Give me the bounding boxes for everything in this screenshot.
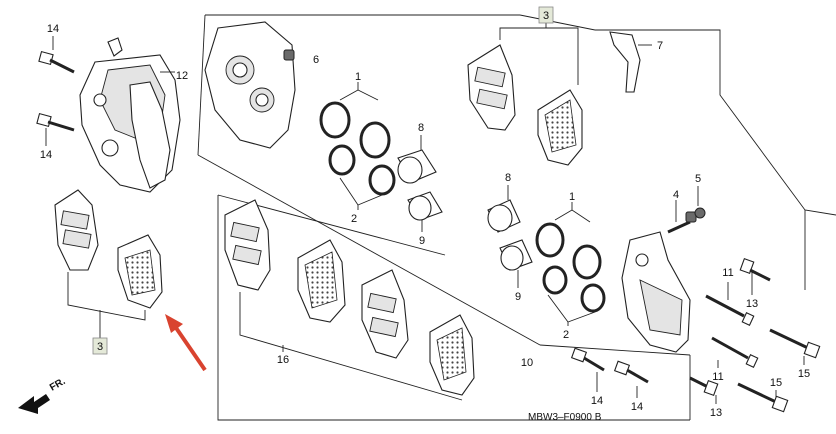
- caliper-assembly-left: [79, 37, 181, 193]
- callout-11-upper: 11: [722, 267, 733, 279]
- brake-pad-lower-4: [429, 314, 475, 396]
- brake-pad-lower-1: [224, 199, 271, 291]
- callout-1-upper: 1: [355, 71, 361, 83]
- callout-5: 5: [695, 173, 701, 185]
- brake-pad-top-inner: [537, 89, 583, 166]
- pin-11-lower: [711, 336, 759, 368]
- brake-pad-left-inner: [117, 234, 163, 309]
- callout-12: 12: [176, 70, 188, 82]
- piston-8-lower: [487, 199, 521, 233]
- callout-14-bottom-a: 14: [591, 395, 603, 407]
- caliper-half-right: [621, 231, 691, 353]
- callout-3-top: 3: [543, 10, 549, 22]
- box-3-left: [92, 337, 108, 355]
- callout-15-right: 15: [798, 368, 810, 380]
- callout-14-bottom-b: 14: [631, 401, 643, 413]
- callout-11-lower: 11: [712, 371, 723, 383]
- callout-10: 10: [521, 357, 533, 369]
- bolt-13-upper: [739, 257, 771, 282]
- bolt-14-top-left: [38, 50, 75, 74]
- piston-9-upper: [407, 191, 443, 221]
- pin-11-upper: [705, 294, 755, 326]
- pad-spring-7: [609, 31, 652, 93]
- bolt-14-lower-b: [613, 360, 649, 384]
- bolt-13-lower: [689, 376, 719, 397]
- bolt-14-lower-a: [570, 347, 605, 372]
- callout-14-mid-left: 14: [40, 149, 52, 161]
- callout-6: 6: [313, 54, 319, 66]
- caliper-half-upper: [204, 21, 296, 149]
- callout-14-top-left: 14: [47, 23, 59, 35]
- brake-pad-top-outer: [467, 44, 516, 131]
- callout-7: 7: [657, 40, 663, 52]
- seal-set-upper: [319, 101, 396, 196]
- callout-2-lower: 2: [563, 329, 569, 341]
- cap-5: [694, 207, 706, 219]
- assembly-frame-upper: [197, 14, 836, 346]
- callout-2-upper: 2: [351, 213, 357, 225]
- brake-pad-lower-2: [297, 239, 346, 323]
- seal-set-lower: [535, 222, 606, 313]
- callout-8-lower: 8: [505, 172, 511, 184]
- front-direction-arrow: [18, 394, 50, 414]
- callout-1-lower: 1: [569, 191, 575, 203]
- callout-13-upper: 13: [746, 298, 758, 310]
- callout-16: 16: [277, 354, 289, 366]
- callout-9-upper: 9: [419, 235, 425, 247]
- callout-8-upper: 8: [418, 122, 424, 134]
- front-label: FR.: [48, 376, 68, 394]
- callout-15-lower: 15: [770, 377, 782, 389]
- diagram-code: MBW3–F0900 B: [528, 412, 602, 423]
- bolt-14-mid-left: [36, 112, 75, 132]
- brake-pad-left-outer: [54, 189, 99, 271]
- piston-8-upper: [397, 149, 437, 184]
- bolt-15-right: [769, 328, 821, 359]
- callout-3-left: 3: [97, 341, 103, 353]
- callout-9-lower: 9: [515, 291, 521, 303]
- piston-9-lower: [499, 239, 533, 271]
- bleeder-4: [667, 211, 697, 234]
- bleeder-6: [283, 49, 295, 61]
- bolt-15-lower: [737, 382, 789, 413]
- callout-labels: 1 1 2 2 3 3 4 5 6 7 8 8 9 9 10 11 11 12 …: [40, 6, 810, 423]
- box-3-top: [538, 6, 554, 24]
- brake-pad-lower-3: [361, 269, 409, 359]
- callout-13-lower: 13: [710, 407, 722, 419]
- callout-4: 4: [673, 189, 679, 201]
- red-pointer-arrow: [165, 314, 207, 372]
